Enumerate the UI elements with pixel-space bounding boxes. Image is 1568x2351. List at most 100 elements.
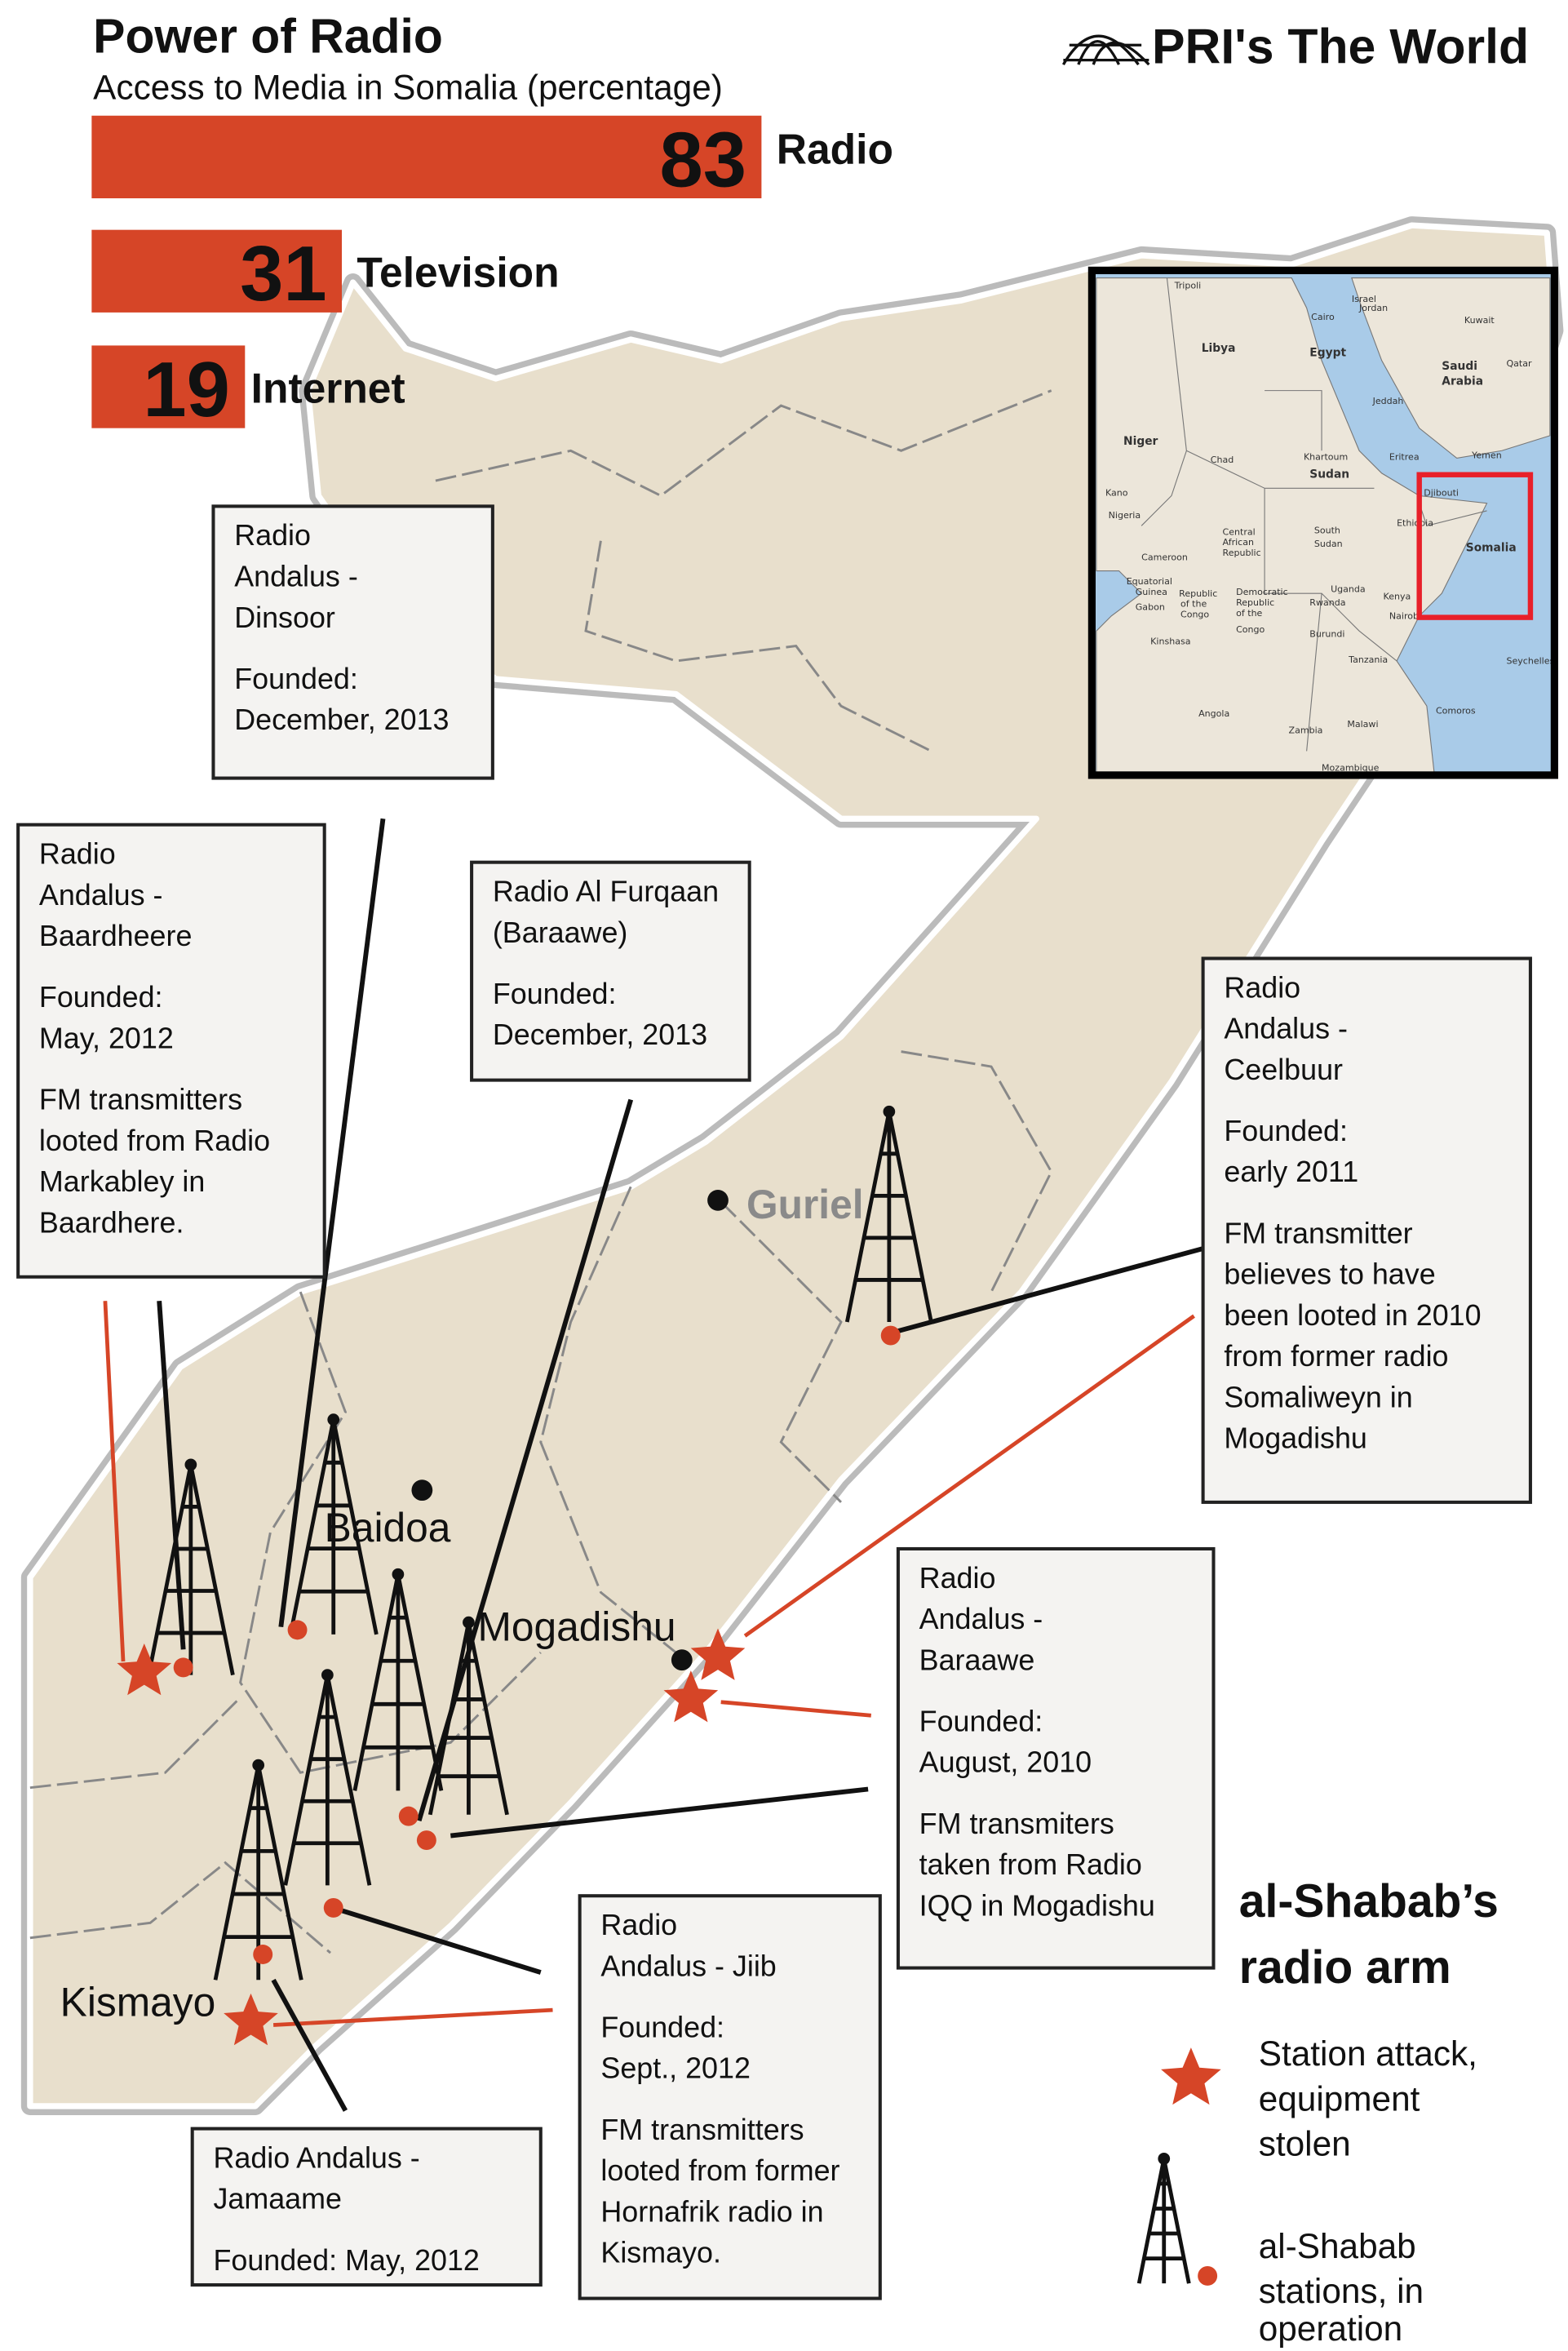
region-border xyxy=(539,1186,677,1654)
inset-borders xyxy=(1141,277,1487,752)
star-icon xyxy=(1161,2047,1221,2105)
city-dot-mogadishu xyxy=(671,1649,693,1671)
callout-text-line: (Baraawe) xyxy=(493,916,627,949)
callout-text-line: early 2011 xyxy=(1224,1156,1358,1188)
callout-text-line: FM transmiters xyxy=(919,1808,1114,1840)
callout-text-line: Hornafrik radio in xyxy=(600,2195,823,2228)
bar-value-label: 31 xyxy=(240,230,326,317)
radio-tower-icon xyxy=(213,1759,303,1981)
callout-text-line: Sept., 2012 xyxy=(600,2052,751,2085)
station-dot xyxy=(1198,2265,1218,2286)
bar-internet xyxy=(91,345,246,428)
region-border xyxy=(29,1861,332,1954)
page-subtitle: Access to Media in Somalia (percentage) xyxy=(93,68,723,106)
callout-text-line: August, 2010 xyxy=(919,1746,1092,1779)
inset-label: Ethiopia xyxy=(1397,517,1433,528)
station-dot xyxy=(398,1806,419,1826)
logo-text: PRI's The World xyxy=(1152,18,1529,73)
inset-label: Nairobi xyxy=(1389,610,1421,621)
callout-text-line: Founded: xyxy=(919,1705,1043,1737)
inset-label: Tripoli xyxy=(1174,280,1202,291)
inset-label: Comoros xyxy=(1436,705,1476,716)
inset-label: Egypt xyxy=(1309,346,1346,359)
callout-box xyxy=(1201,956,1532,1504)
inset-label: Jordan xyxy=(1358,303,1388,313)
radio-towers xyxy=(146,1105,933,1981)
callout-box xyxy=(470,860,751,1082)
bar-category-label: Television xyxy=(357,249,559,296)
bar-television xyxy=(91,229,343,313)
radio-tower-icon xyxy=(1136,2153,1191,2284)
attack-stars xyxy=(117,1628,746,2046)
callout-text-line: Dinsoor xyxy=(234,601,335,634)
city-label-mogadishu: Mogadishu xyxy=(477,1604,675,1649)
callout-text-line: Radio xyxy=(1224,971,1300,1004)
callout-text-line: Andalus - xyxy=(1224,1013,1348,1045)
bar-radio xyxy=(91,115,762,198)
radio-tower-icon xyxy=(427,1616,509,1816)
callout-text-line: Founded: xyxy=(1224,1115,1348,1147)
callout-text-line: December, 2013 xyxy=(493,1018,707,1051)
station-dot xyxy=(323,1897,343,1918)
city-label-kismayo: Kismayo xyxy=(60,1979,216,2025)
legend-title-line2: radio arm xyxy=(1239,1941,1451,1994)
legend-item-text: stations, in xyxy=(1259,2272,1424,2310)
inset-label: Zambia xyxy=(1289,725,1323,735)
radio-tower-icon xyxy=(352,1568,444,1791)
callout-text-line: IQQ in Mogadishu xyxy=(919,1889,1155,1922)
inset-label: Kano xyxy=(1105,487,1128,498)
inset-label: Eritrea xyxy=(1389,451,1420,462)
callout-text-line: taken from Radio xyxy=(919,1848,1142,1881)
inset-label: Niger xyxy=(1123,435,1158,448)
inset-label: Rwanda xyxy=(1309,597,1345,608)
callout-text-line: Radio xyxy=(234,519,311,552)
callout-text-line: Andalus - Jiib xyxy=(600,1950,776,1982)
inset-label: Republic xyxy=(1236,597,1274,608)
callout-text-line: FM transmitters xyxy=(39,1084,242,1116)
legend-item-text: equipment xyxy=(1259,2079,1420,2118)
inset-label: Cairo xyxy=(1311,312,1335,322)
city-dot-baidoa xyxy=(411,1479,433,1502)
callout-text-line: FM transmitter xyxy=(1224,1217,1412,1249)
callout-text-line: been looted in 2010 xyxy=(1224,1299,1481,1332)
callout-text-line: Markabley in xyxy=(39,1165,205,1198)
callout-text-line: Ceelbuur xyxy=(1224,1054,1343,1086)
inset-label: African xyxy=(1223,537,1254,548)
inset-label: Malawi xyxy=(1347,719,1378,730)
radio-tower-icon xyxy=(844,1105,933,1323)
bar-value-label: 19 xyxy=(143,346,229,433)
legend-item-text: operation xyxy=(1259,2309,1403,2348)
legend-item-text: stolen xyxy=(1259,2125,1351,2163)
callout-text-line: from former radio xyxy=(1224,1340,1448,1373)
city-label-guriel: Guriel xyxy=(746,1182,864,1227)
inset-label: of the xyxy=(1236,608,1262,619)
callout-text-line: Andalus - xyxy=(39,879,163,912)
cities: Guriel Baidoa Mogadishu Kismayo xyxy=(60,1182,864,2025)
legend-item-text: Station attack, xyxy=(1259,2034,1477,2073)
legend: al-Shabab’s radio arm Station attack,equ… xyxy=(1136,1875,1499,2348)
callout-text-line: Founded: xyxy=(493,978,617,1010)
somalia-highlight-box xyxy=(1416,472,1534,620)
inset-label: Arabia xyxy=(1442,375,1483,388)
callout-text-line: Kismayo. xyxy=(600,2237,721,2269)
callout-box xyxy=(896,1546,1216,1970)
legend-item-text: al-Shabab xyxy=(1259,2227,1416,2265)
globe-icon xyxy=(1061,34,1150,66)
region-border xyxy=(584,540,932,752)
inset-label: Uganda xyxy=(1331,583,1366,594)
region-border xyxy=(901,1050,1053,1293)
inset-label: Seychelles xyxy=(1506,656,1554,667)
callout-text-line: Founded: xyxy=(39,981,163,1014)
inset-label: Gabon xyxy=(1136,601,1165,612)
inset-label: Republic xyxy=(1179,588,1217,599)
inset-label: of the xyxy=(1180,599,1207,610)
bar-category-label: Radio xyxy=(777,126,893,173)
star-icon xyxy=(224,1993,278,2046)
station-dot xyxy=(880,1325,901,1346)
